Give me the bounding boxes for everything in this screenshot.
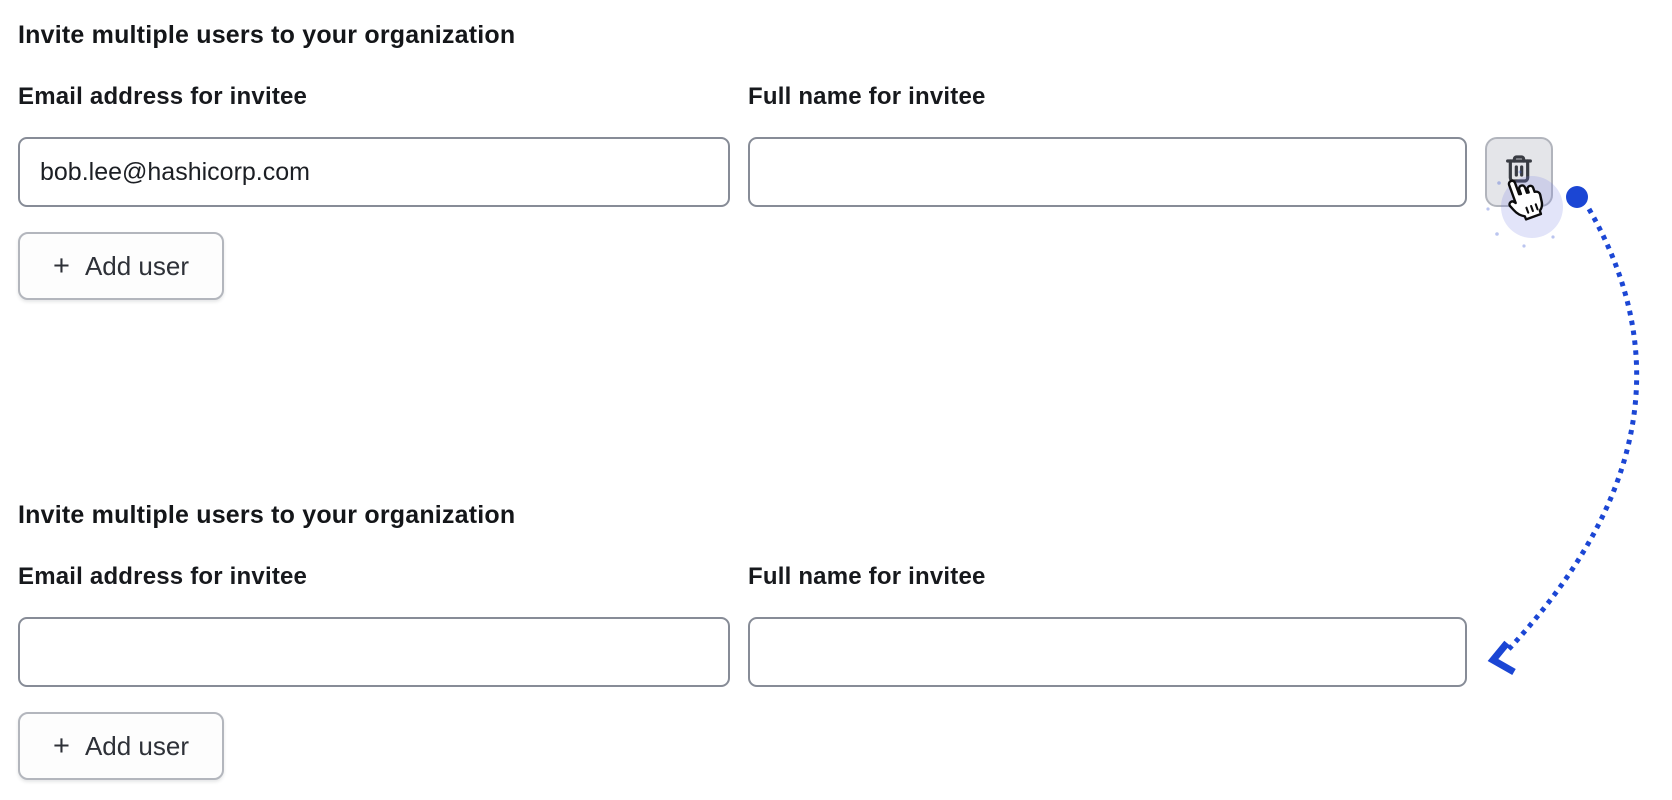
trash-icon [1506, 155, 1532, 183]
email-field-group: Email address for invitee [18, 562, 730, 687]
plus-icon: + [53, 249, 70, 282]
section-heading: Invite multiple users to your organizati… [18, 501, 516, 529]
section-heading: Invite multiple users to your organizati… [18, 21, 516, 49]
full-name-field-group: Full name for invitee [748, 82, 1467, 207]
full-name-input[interactable] [748, 617, 1467, 687]
email-input[interactable] [18, 617, 730, 687]
email-label: Email address for invitee [18, 83, 308, 110]
full-name-label: Full name for invitee [748, 563, 986, 590]
email-label: Email address for invitee [18, 563, 308, 590]
delete-row-button[interactable] [1485, 137, 1553, 207]
add-user-label: Add user [84, 250, 190, 281]
add-user-button[interactable]: + Add user [18, 712, 225, 780]
invitee-row: Email address for invitee Full name for … [18, 82, 1578, 207]
invite-form-before: Invite multiple users to your organizati… [18, 20, 1578, 300]
full-name-label: Full name for invitee [748, 83, 986, 110]
email-input[interactable] [18, 137, 730, 207]
invitee-row: Email address for invitee Full name for … [18, 562, 1578, 687]
plus-icon: + [53, 729, 70, 762]
full-name-input[interactable] [748, 137, 1467, 207]
email-field-group: Email address for invitee [18, 82, 730, 207]
add-user-button[interactable]: + Add user [18, 232, 225, 300]
add-user-label: Add user [84, 730, 190, 761]
full-name-field-group: Full name for invitee [748, 562, 1467, 687]
invite-form-after: Invite multiple users to your organizati… [18, 500, 1578, 780]
